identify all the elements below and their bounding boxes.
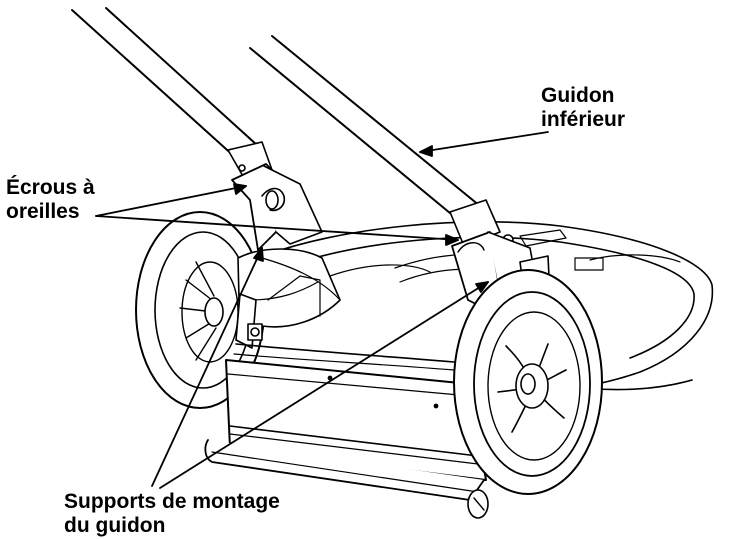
wing-nuts-label-line2: oreilles	[6, 200, 80, 223]
right-wheel	[453, 269, 603, 495]
handle-brackets-label-line2: du guidon	[64, 514, 166, 537]
handle-brackets-label: Supports de montage du guidon	[64, 490, 280, 538]
handle-brackets-label-line1: Supports de montage	[64, 490, 280, 513]
front-shield	[204, 359, 489, 519]
lower-handle-label-line1: Guidon	[541, 84, 615, 107]
leader-lines	[95, 131, 549, 489]
lower-handle-label: Guidon inférieur	[541, 84, 625, 132]
left-handle-bracket	[231, 163, 323, 251]
lower-handle-label-line2: inférieur	[541, 108, 626, 131]
mower-housing	[233, 248, 473, 371]
wing-nuts-label: Écrous à oreilles	[6, 176, 95, 224]
left-handle-tube	[71, 7, 273, 179]
wing-nuts-label-line1: Écrous à	[6, 176, 95, 199]
